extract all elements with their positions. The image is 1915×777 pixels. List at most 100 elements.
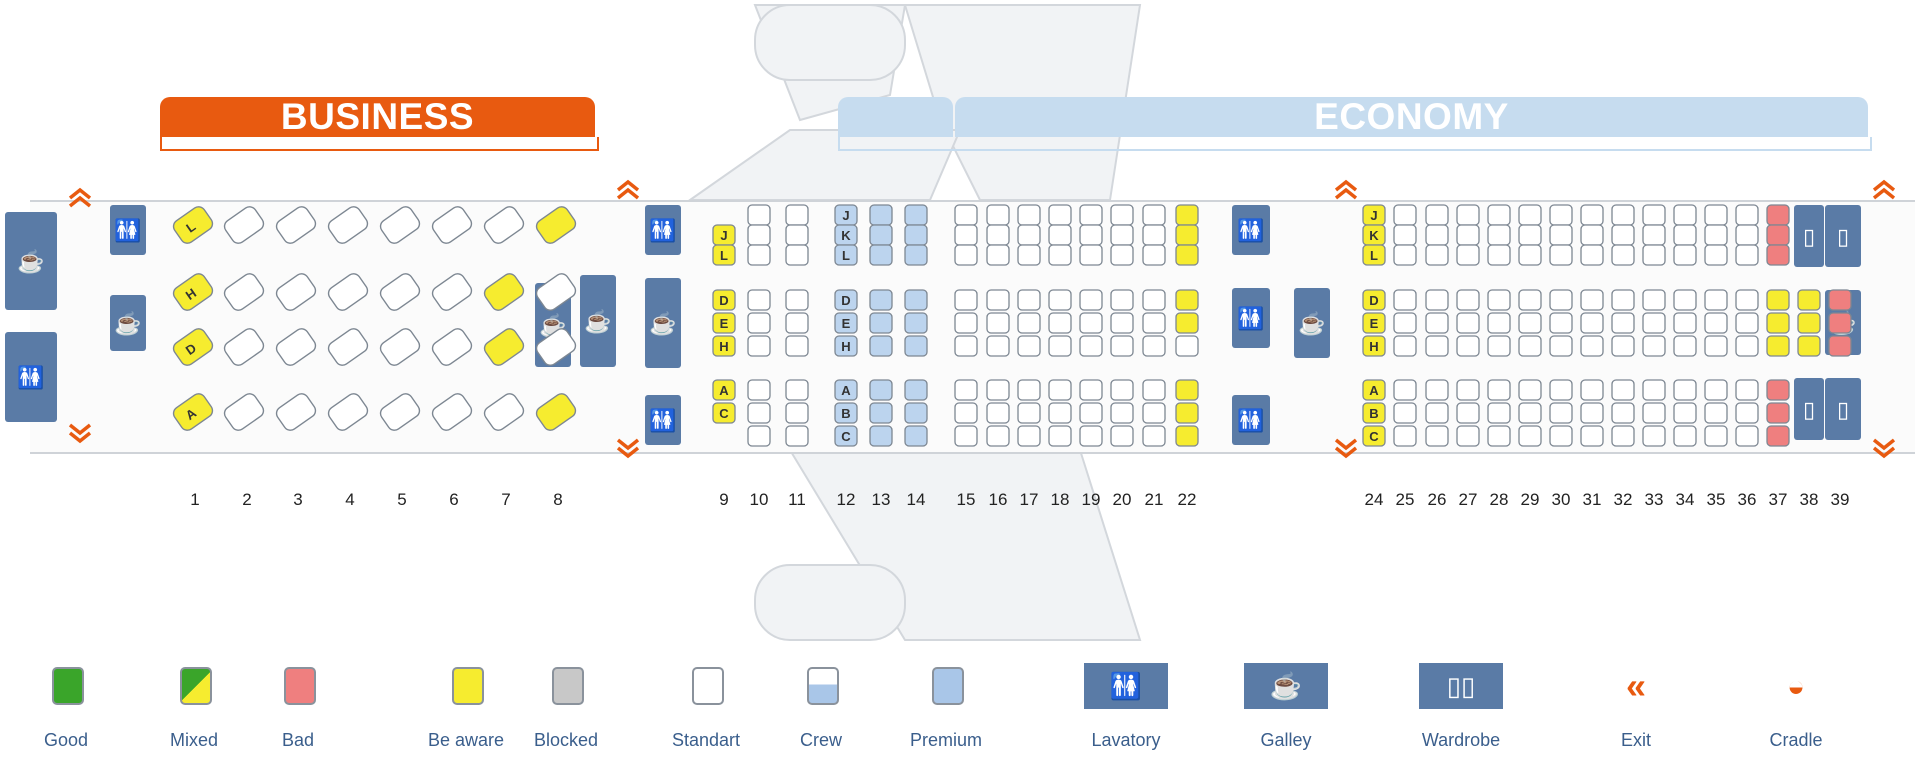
seat[interactable] [747,312,771,334]
seat[interactable] [1549,204,1573,226]
seat[interactable] [1642,312,1666,334]
seat[interactable] [1425,312,1449,334]
seat[interactable] [954,244,978,266]
business-seat[interactable] [378,271,422,313]
seat[interactable] [1175,402,1199,424]
seat[interactable] [1611,244,1635,266]
seat[interactable] [954,335,978,357]
seat[interactable] [1487,312,1511,334]
seat[interactable] [869,425,893,447]
seat[interactable] [904,312,928,334]
business-seat[interactable] [482,391,526,433]
seat[interactable] [1017,224,1041,246]
seat[interactable] [1175,224,1199,246]
seat[interactable] [1518,244,1542,266]
seat[interactable] [904,335,928,357]
seat[interactable] [747,402,771,424]
seat[interactable] [1175,289,1199,311]
seat[interactable] [954,312,978,334]
seat[interactable] [1487,224,1511,246]
seat[interactable] [1580,289,1604,311]
seat[interactable] [1175,312,1199,334]
seat[interactable] [1110,312,1134,334]
seat[interactable] [954,224,978,246]
seat[interactable] [904,379,928,401]
seat[interactable] [1142,244,1166,266]
business-seat[interactable] [222,204,266,246]
seat[interactable] [1142,312,1166,334]
business-seat[interactable] [274,326,318,368]
business-seat[interactable] [222,391,266,433]
seat[interactable] [1393,204,1417,226]
seat[interactable] [1110,244,1134,266]
seat[interactable] [1828,312,1852,334]
seat[interactable] [1580,425,1604,447]
seat[interactable] [1487,425,1511,447]
seat[interactable] [869,402,893,424]
seat[interactable] [1048,289,1072,311]
seat[interactable] [1766,244,1790,266]
seat[interactable] [1766,402,1790,424]
seat[interactable] [869,224,893,246]
seat[interactable] [1704,224,1728,246]
seat[interactable] [1518,224,1542,246]
seat[interactable] [1175,335,1199,357]
seat[interactable] [869,244,893,266]
seat[interactable] [1456,204,1480,226]
seat[interactable] [747,289,771,311]
seat[interactable] [1828,335,1852,357]
seat[interactable] [1828,289,1852,311]
seat[interactable] [1017,312,1041,334]
seat[interactable] [1797,289,1821,311]
seat[interactable] [1735,224,1759,246]
seat[interactable] [1518,379,1542,401]
seat[interactable] [1549,224,1573,246]
seat[interactable] [986,224,1010,246]
seat[interactable] [904,402,928,424]
seat[interactable] [1735,425,1759,447]
seat[interactable] [1673,312,1697,334]
seat[interactable] [869,379,893,401]
seat[interactable] [1735,244,1759,266]
seat[interactable] [1110,425,1134,447]
seat[interactable] [1362,335,1386,357]
seat[interactable] [986,204,1010,226]
seat[interactable] [712,244,736,266]
seat[interactable] [1393,425,1417,447]
seat[interactable] [1580,224,1604,246]
seat[interactable] [1142,289,1166,311]
seat[interactable] [1079,204,1103,226]
business-seat[interactable] [534,204,578,246]
seat[interactable] [986,379,1010,401]
seat[interactable] [1735,312,1759,334]
seat[interactable] [1766,425,1790,447]
seat[interactable] [712,335,736,357]
seat[interactable] [1549,312,1573,334]
business-seat[interactable] [534,271,578,313]
business-seat[interactable] [326,326,370,368]
seat[interactable] [785,402,809,424]
seat[interactable] [1642,224,1666,246]
seat[interactable] [834,402,858,424]
seat[interactable] [747,335,771,357]
seat[interactable] [1048,312,1072,334]
seat[interactable] [1642,402,1666,424]
seat[interactable] [1549,379,1573,401]
seat[interactable] [785,379,809,401]
seat[interactable] [1673,244,1697,266]
seat[interactable] [1487,335,1511,357]
business-seat[interactable]: A [171,391,215,433]
seat[interactable] [1079,312,1103,334]
seat[interactable] [1642,289,1666,311]
seat[interactable] [1017,204,1041,226]
seat[interactable] [1518,312,1542,334]
seat[interactable] [834,335,858,357]
business-seat[interactable] [482,204,526,246]
seat[interactable] [1456,379,1480,401]
seat[interactable] [904,204,928,226]
seat[interactable] [1048,335,1072,357]
seat[interactable] [1142,335,1166,357]
seat[interactable] [785,312,809,334]
business-seat[interactable] [430,204,474,246]
seat[interactable] [1766,289,1790,311]
